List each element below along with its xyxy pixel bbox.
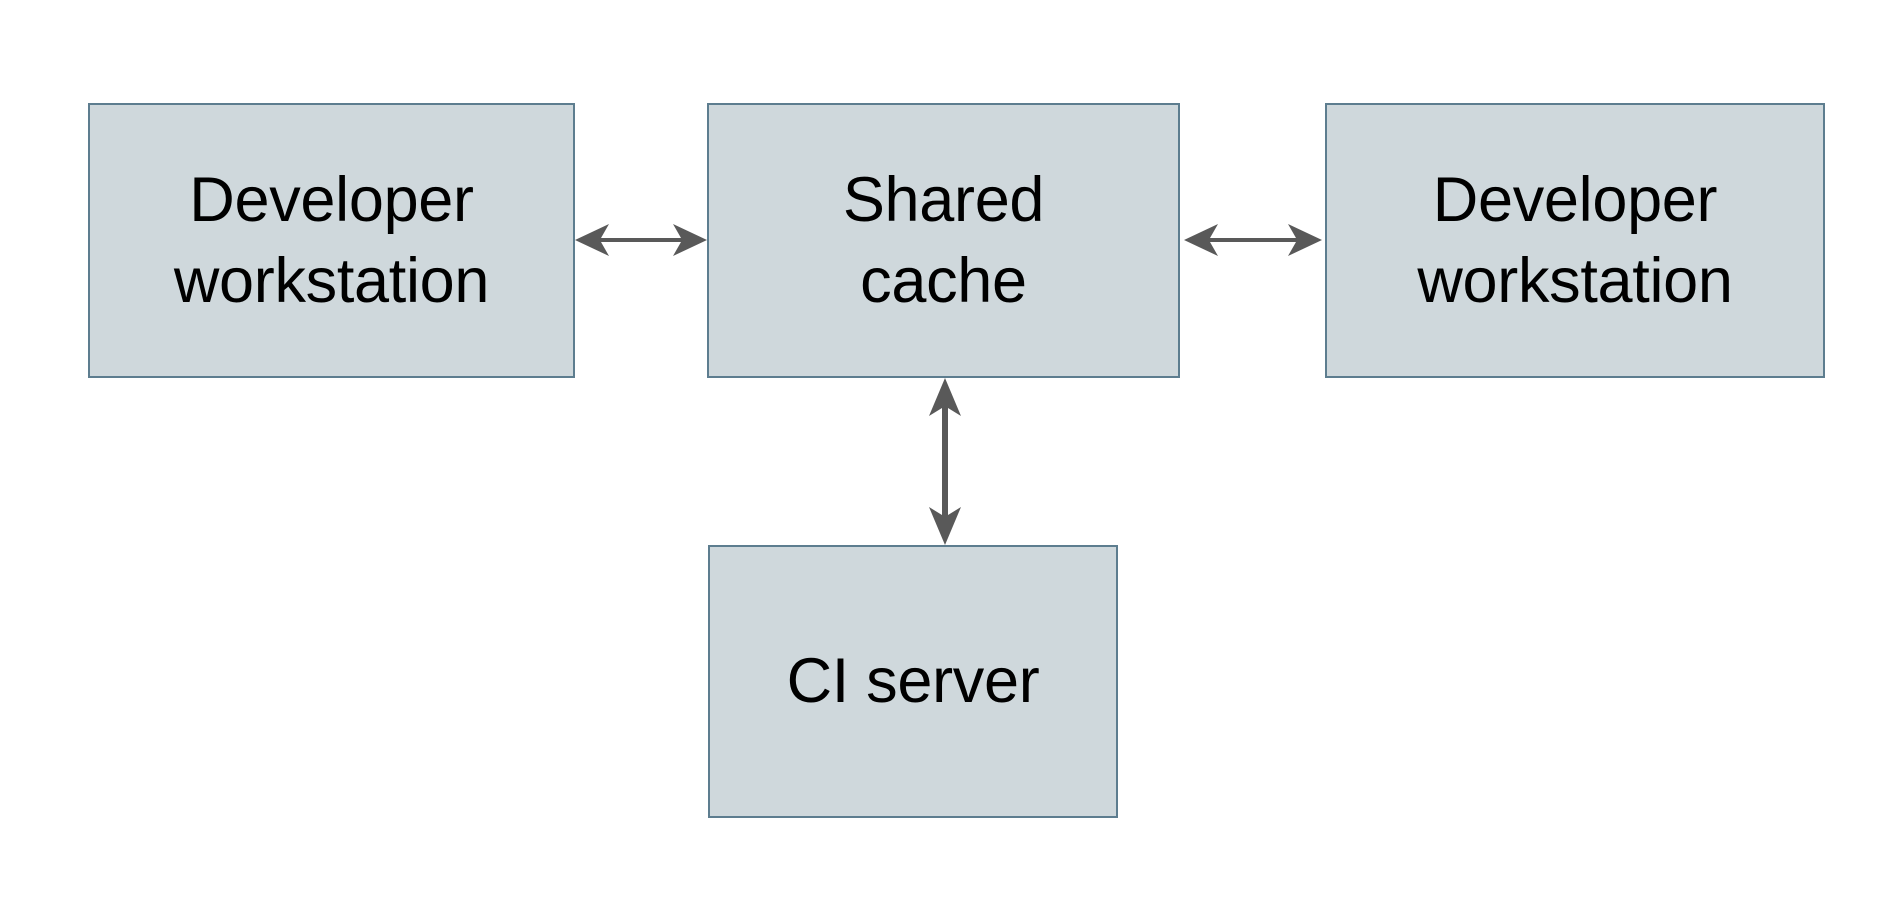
- node-ci-server[interactable]: CI server: [708, 545, 1118, 818]
- node-label: Shared cache: [842, 164, 1045, 316]
- node-label: Developer workstation: [173, 164, 490, 316]
- connector-shared-cache-to-ci-server[interactable]: [917, 370, 973, 553]
- node-label: Developer workstation: [1417, 164, 1733, 316]
- node-shared-cache[interactable]: Shared cache: [707, 103, 1180, 378]
- connector-dev-left-to-shared-cache[interactable]: [565, 212, 717, 268]
- double-arrow-vertical-icon: [929, 378, 961, 545]
- double-arrow-horizontal-icon: [1184, 224, 1322, 256]
- connector-shared-cache-to-dev-right[interactable]: [1172, 212, 1334, 268]
- double-arrow-horizontal-icon: [575, 224, 707, 256]
- node-developer-workstation-left[interactable]: Developer workstation: [88, 103, 575, 378]
- node-label: CI server: [786, 646, 1040, 716]
- node-developer-workstation-right[interactable]: Developer workstation: [1325, 103, 1825, 378]
